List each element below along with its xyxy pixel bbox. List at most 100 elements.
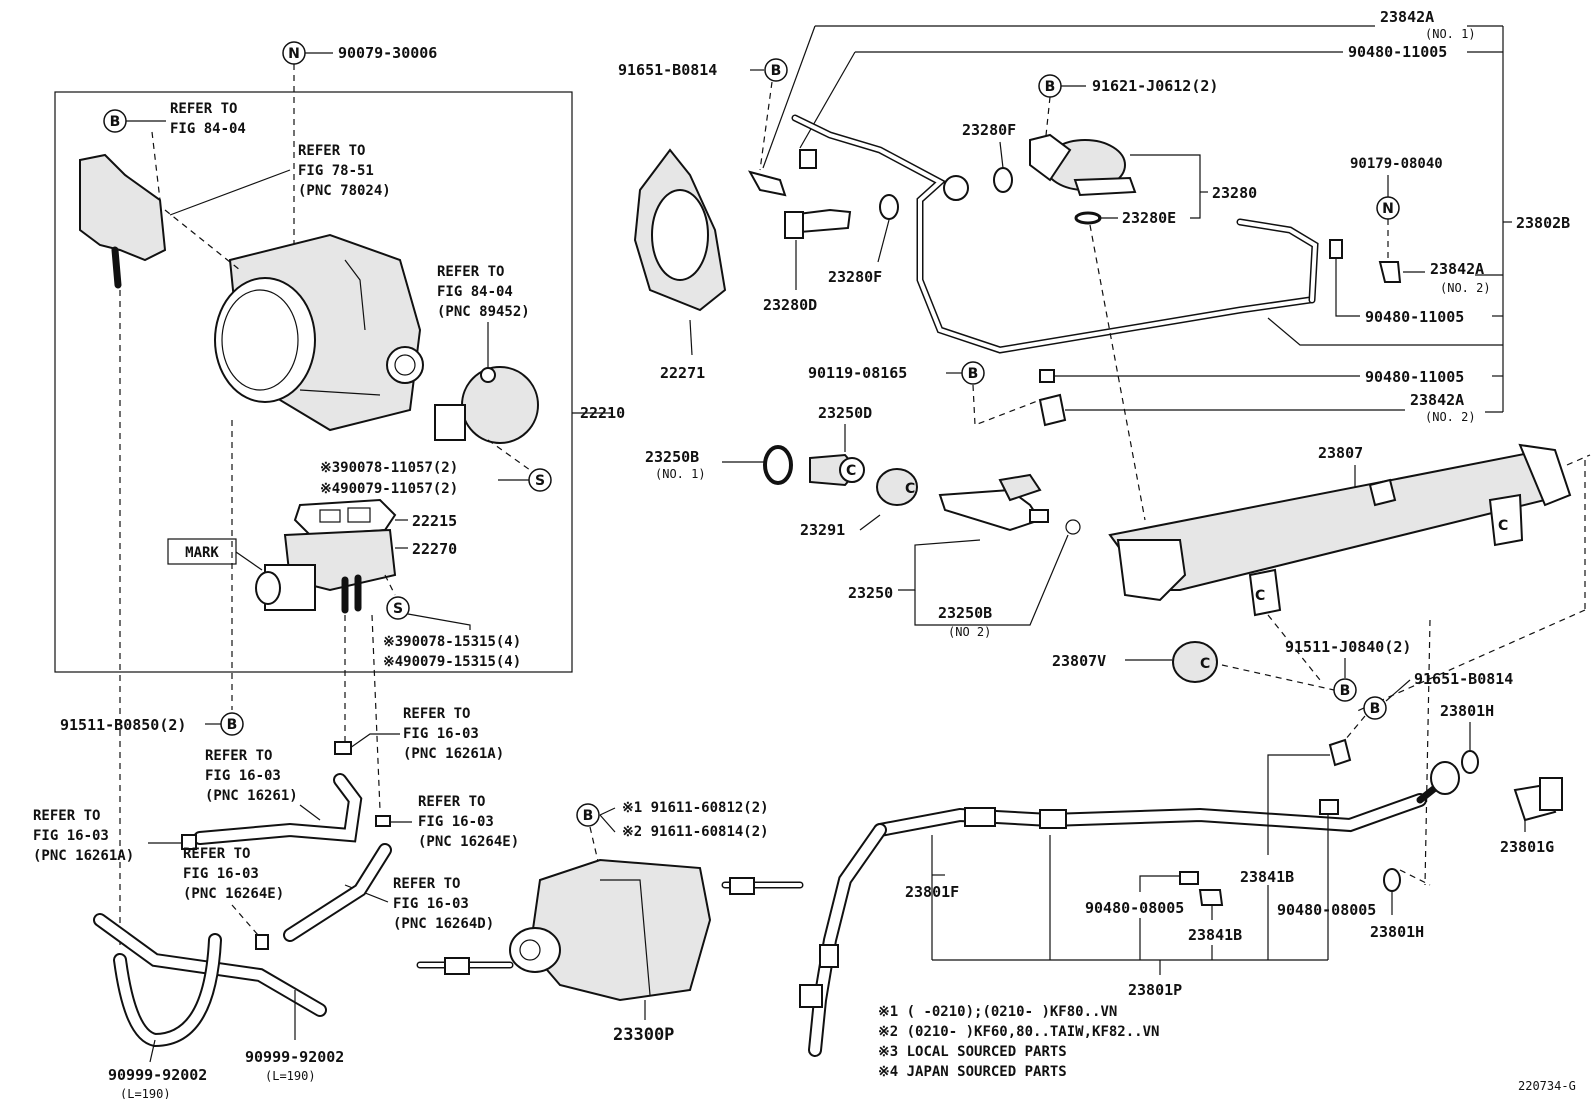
insulator-23807V: [1172, 641, 1218, 683]
hose-fitting: [1039, 809, 1067, 829]
part-90480-11005: 90480-11005: [1365, 368, 1464, 386]
refer-label: REFER TO: [403, 706, 470, 722]
svg-text:C: C: [1498, 518, 1508, 534]
note-91611-60814: ※2 91611-60814(2): [622, 824, 769, 840]
part-23280D: 23280D: [763, 296, 817, 314]
refer-label: REFER TO: [437, 264, 504, 280]
hose-fitting: [444, 957, 470, 975]
fuel-injector-23250: [938, 473, 1049, 532]
hose-fitting: [819, 944, 839, 968]
svg-text:B: B: [771, 63, 782, 79]
part-390078-11057: ※390078-11057(2): [320, 460, 458, 476]
part-23801H: 23801H: [1370, 923, 1424, 941]
refer-label: REFER TO: [33, 808, 100, 824]
clip: [375, 815, 391, 827]
part-22210: 22210: [580, 404, 625, 422]
clip: [1198, 889, 1224, 906]
callout-b-91651-top: B: [764, 58, 788, 82]
qualifier-label: (NO 2): [948, 625, 991, 639]
part-490079-11057: ※490079-11057(2): [320, 481, 458, 497]
refer-label: REFER TO: [298, 143, 365, 159]
callout-b-91651-lower: B: [1363, 696, 1387, 720]
gasket-23801H: [1383, 868, 1401, 892]
part-23250B: 23250B: [938, 604, 992, 622]
refer-label: REFER TO: [418, 794, 485, 810]
part-23250: 23250: [848, 584, 893, 602]
part-23801G: 23801G: [1500, 838, 1554, 856]
callout-n-top: N: [282, 41, 306, 65]
part-23842A: 23842A: [1430, 260, 1484, 278]
callout-b-91511: B: [220, 712, 244, 736]
part-23280F: 23280F: [962, 121, 1016, 139]
part-90119-08165: 90119-08165: [808, 364, 907, 382]
part-91651-B0814: 91651-B0814: [1414, 670, 1513, 688]
svg-text:B: B: [583, 808, 594, 824]
bolt: [799, 149, 817, 169]
clamp: [747, 170, 787, 197]
part-22270: 22270: [412, 540, 457, 558]
clip: [181, 834, 197, 850]
gasket-23801H: [1461, 750, 1479, 774]
refer-label: (PNC 89452): [437, 304, 530, 320]
part-23842A: 23842A: [1380, 8, 1434, 26]
bolt: [1039, 369, 1055, 383]
part-91511-B0850: 91511-B0850(2): [60, 716, 186, 734]
refer-label: FIG 78-51: [298, 163, 374, 179]
svg-text:S: S: [535, 473, 545, 489]
svg-text:C: C: [1255, 588, 1265, 604]
refer-label: FIG 16-03: [418, 814, 494, 830]
part-90480-11005: 90480-11005: [1348, 43, 1447, 61]
refer-label: FIG 16-03: [393, 896, 469, 912]
bolt: [1319, 799, 1339, 815]
part-90480-08005: 90480-08005: [1085, 899, 1184, 917]
qualifier-label: (NO. 2): [1425, 410, 1476, 424]
part-23801P: 23801P: [1128, 981, 1182, 999]
svg-text:C: C: [1200, 656, 1210, 672]
qualifier-label: (NO. 1): [655, 467, 706, 481]
length-label: (L=190): [120, 1087, 171, 1099]
refer-label: REFER TO: [393, 876, 460, 892]
o-ring-23250B-no1: [763, 445, 793, 485]
qualifier-label: (NO. 1): [1425, 27, 1476, 41]
length-label: (L=190): [265, 1069, 316, 1083]
part-91511-J0840: 91511-J0840(2): [1285, 638, 1411, 656]
qualifier-label: (NO. 2): [1440, 281, 1491, 295]
throttle-body: [214, 233, 424, 432]
union: [943, 175, 969, 201]
callout-n-right: N: [1376, 196, 1400, 220]
svg-text:B: B: [968, 366, 979, 382]
refer-label: REFER TO: [183, 846, 250, 862]
refer-label: FIG 84-04: [170, 121, 246, 137]
refer-label: REFER TO: [170, 101, 237, 117]
svg-text:N: N: [1382, 201, 1394, 217]
clamp: [1328, 738, 1352, 767]
clip: [334, 741, 352, 755]
part-22271: 22271: [660, 364, 705, 382]
hose-fitting: [964, 807, 996, 827]
callout-s-upper: S: [528, 468, 552, 492]
part-23841B: 23841B: [1240, 868, 1294, 886]
callout-s-lower: S: [386, 596, 410, 620]
callout-c: C: [905, 481, 915, 497]
part-23250B: 23250B: [645, 448, 699, 466]
svg-text:B: B: [227, 717, 238, 733]
part-22215: 22215: [412, 512, 457, 530]
callout-b-pump: B: [576, 803, 600, 827]
bolt: [1179, 871, 1199, 885]
refer-label: (PNC 16264E): [418, 834, 519, 850]
part-23841B: 23841B: [1188, 926, 1242, 944]
svg-text:B: B: [1340, 683, 1351, 699]
refer-label: FIG 16-03: [205, 768, 281, 784]
part-23280E: 23280E: [1122, 209, 1176, 227]
part-23280F: 23280F: [828, 268, 882, 286]
refer-label: (PNC 78024): [298, 183, 391, 199]
footnote-1: ※1 ( -0210);(0210- )KF80..VN: [878, 1004, 1117, 1020]
union: [1430, 761, 1460, 795]
part-23280: 23280: [1212, 184, 1257, 202]
svg-text:B: B: [1045, 79, 1056, 95]
part-390078-15315: ※390078-15315(4): [383, 634, 521, 650]
part-90480-08005: 90480-08005: [1277, 901, 1376, 919]
throttle-group-box: [54, 91, 573, 673]
